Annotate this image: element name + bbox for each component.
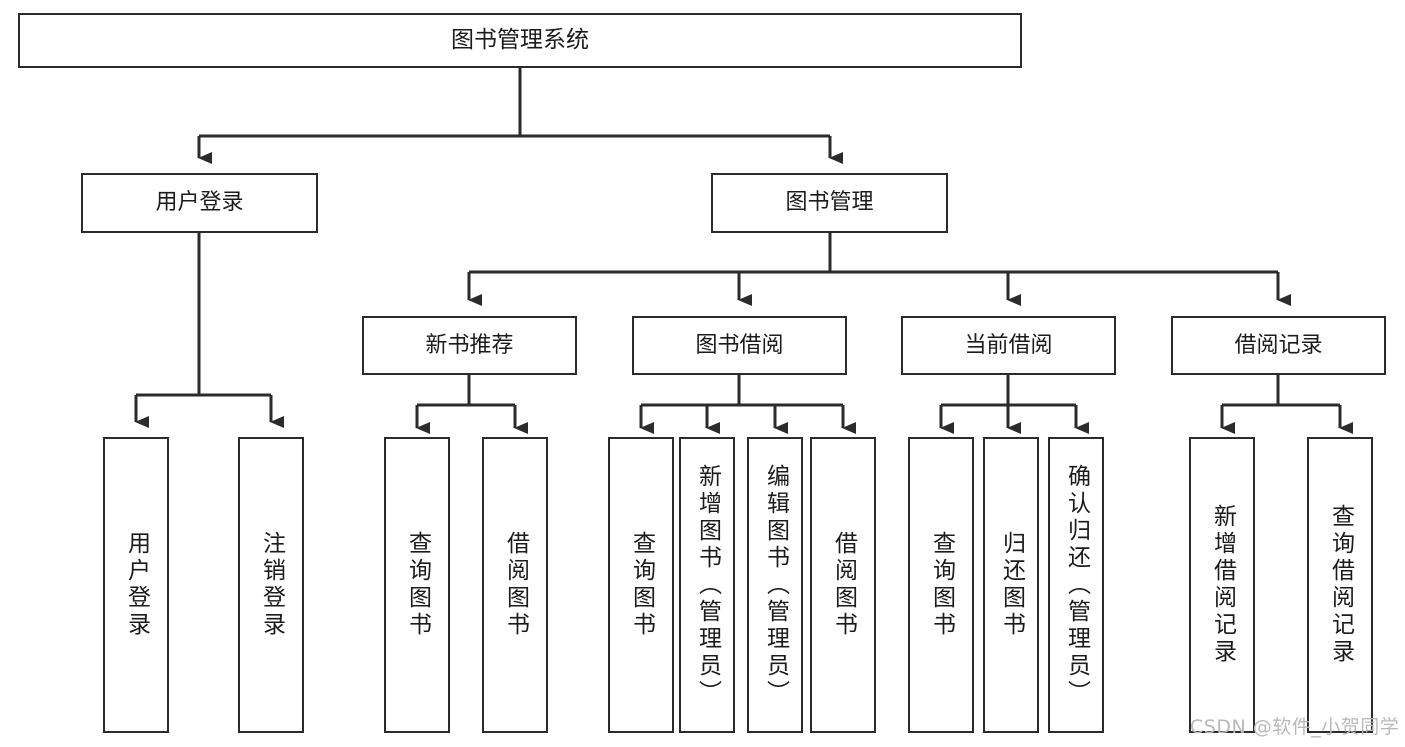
node-label: 查询图书 <box>628 531 655 639</box>
leaf-query-book-current[interactable]: 查询图书 <box>908 437 974 733</box>
node-label: 图书管理 <box>785 190 874 216</box>
leaf-add-book[interactable]: 新增图书（管理员） <box>679 437 735 733</box>
leaf-user-login[interactable]: 用户登录 <box>103 437 169 733</box>
node-book-management[interactable]: 图书管理 <box>711 173 948 233</box>
leaf-query-book-borrow[interactable]: 查询图书 <box>608 437 674 733</box>
node-label: 新增借阅记录 <box>1209 504 1236 666</box>
node-label: 查询借阅记录 <box>1327 504 1354 666</box>
node-label: 归还图书 <box>998 531 1025 639</box>
node-label: 图书借阅 <box>695 332 784 358</box>
node-user-login[interactable]: 用户登录 <box>81 173 318 233</box>
node-root-book-management-system[interactable]: 图书管理系统 <box>18 13 1022 68</box>
leaf-edit-book[interactable]: 编辑图书（管理员） <box>747 437 803 733</box>
node-new-book-recommend[interactable]: 新书推荐 <box>362 316 577 375</box>
node-label: 新书推荐 <box>425 332 514 358</box>
leaf-query-borrow-record[interactable]: 查询借阅记录 <box>1307 437 1373 733</box>
node-label: 新增图书（管理员） <box>694 463 721 707</box>
leaf-borrow-book-recommend[interactable]: 借阅图书 <box>482 437 548 733</box>
node-label: 查询图书 <box>928 531 955 639</box>
leaf-logout-login[interactable]: 注销登录 <box>238 437 304 733</box>
leaf-add-borrow-record[interactable]: 新增借阅记录 <box>1189 437 1255 733</box>
node-current-borrow[interactable]: 当前借阅 <box>901 316 1116 375</box>
node-label: 确认归还（管理员） <box>1063 463 1090 707</box>
node-label: 借阅图书 <box>502 531 529 639</box>
node-label: 用户登录 <box>155 190 244 216</box>
csdn-watermark: CSDN @软件_小贺同学 <box>1190 716 1400 738</box>
node-label: 当前借阅 <box>964 332 1053 358</box>
leaf-query-book-recommend[interactable]: 查询图书 <box>384 437 450 733</box>
node-label: 查询图书 <box>404 531 431 639</box>
node-borrow-record[interactable]: 借阅记录 <box>1171 316 1386 375</box>
node-label: 借阅记录 <box>1234 332 1323 358</box>
leaf-return-book[interactable]: 归还图书 <box>983 437 1039 733</box>
node-label: 用户登录 <box>123 531 150 639</box>
node-label: 编辑图书（管理员） <box>762 463 789 707</box>
node-book-borrow[interactable]: 图书借阅 <box>632 316 847 375</box>
node-label: 图书管理系统 <box>451 26 589 53</box>
node-label: 借阅图书 <box>830 531 857 639</box>
node-label: 注销登录 <box>258 531 285 639</box>
leaf-confirm-return[interactable]: 确认归还（管理员） <box>1048 437 1104 733</box>
leaf-borrow-book[interactable]: 借阅图书 <box>810 437 876 733</box>
